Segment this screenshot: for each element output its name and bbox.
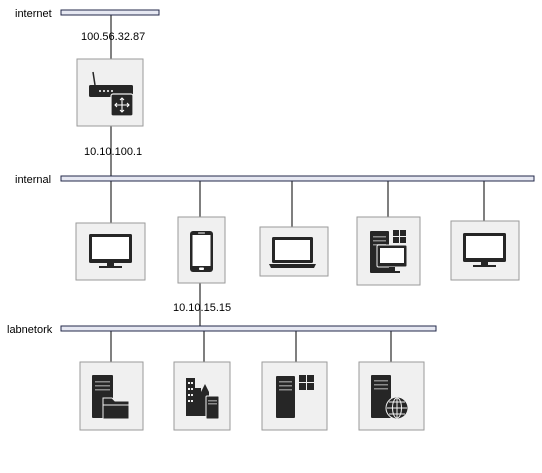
smartphone-icon: [190, 231, 213, 272]
router-node[interactable]: [76, 58, 144, 127]
phone-address: 10.10.15.15: [173, 302, 231, 314]
office-building-server-icon: [186, 378, 220, 420]
bus-internal: internal: [15, 174, 535, 186]
bus-internet: internet: [15, 8, 160, 20]
router-lan-address: 10.10.100.1: [84, 146, 142, 158]
router-wan-address: 100.56.32.87: [81, 31, 145, 43]
file-server-icon: [92, 375, 130, 420]
windows-server-icon: [276, 375, 314, 418]
monitor-icon: [463, 233, 506, 267]
router-icon: [89, 71, 134, 117]
internal-phone-node[interactable]: [177, 216, 226, 284]
monitor-icon: [89, 234, 132, 268]
internal-monitor-1-node[interactable]: [75, 222, 146, 281]
lab-web-server-node[interactable]: [358, 361, 425, 431]
laptop-icon: [269, 237, 316, 268]
web-server-icon: [371, 375, 409, 420]
internal-workstation-node[interactable]: [356, 216, 421, 286]
internal-monitor-2-node[interactable]: [450, 220, 520, 281]
wires: [110, 15, 485, 362]
bus-labnetork: labnetork: [7, 324, 437, 336]
bus-labnetork-label: labnetork: [7, 324, 53, 336]
bus-internet-label: internet: [15, 8, 52, 20]
lab-file-server-node[interactable]: [79, 361, 144, 431]
internal-laptop-node[interactable]: [259, 226, 329, 277]
lab-office-server-node[interactable]: [173, 361, 231, 431]
windows-server-workstation-icon: [370, 230, 408, 273]
bus-internal-label: internal: [15, 174, 51, 186]
lab-windows-server-node[interactable]: [261, 361, 328, 431]
